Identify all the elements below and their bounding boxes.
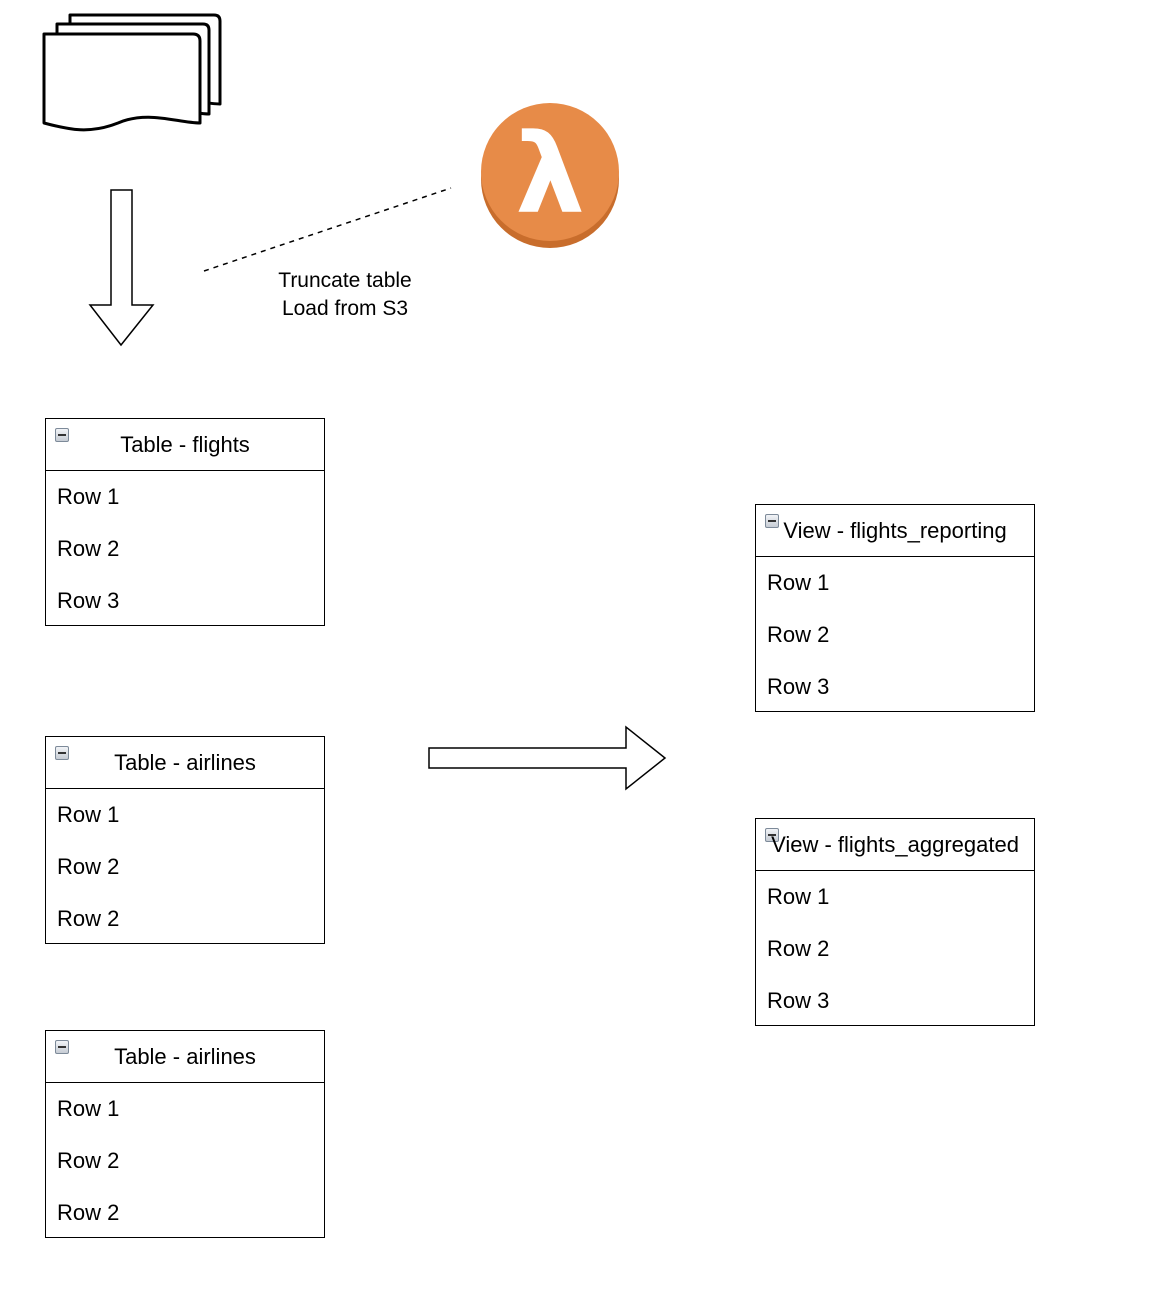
table-header: Table - airlines <box>46 737 324 789</box>
table-row: Row 3 <box>767 988 830 1013</box>
lambda-glyph: λ <box>515 110 585 238</box>
table-row: Row 2 <box>57 906 120 931</box>
table-flights: Table - flights Row 1 Row 2 Row 3 <box>45 418 325 626</box>
down-arrow <box>88 189 155 347</box>
table-row: Row 2 <box>767 936 830 961</box>
table-row: Row 1 <box>57 484 120 509</box>
annotation-line-1: Truncate table <box>278 269 412 292</box>
table-title: Table - flights <box>120 432 250 457</box>
table-row: Row 2 <box>767 622 830 647</box>
collapse-icon[interactable] <box>55 746 69 760</box>
right-arrow <box>428 725 667 791</box>
view-title: View - flights_aggregated <box>771 832 1019 857</box>
collapse-icon[interactable] <box>55 1040 69 1054</box>
table-row: Row 1 <box>57 802 120 827</box>
table-airlines: Table - airlines Row 1 Row 2 Row 2 <box>45 736 325 944</box>
table-row: Row 1 <box>767 570 830 595</box>
annotation-line-2: Load from S3 <box>281 297 409 320</box>
table-row: Row 2 <box>57 1148 120 1173</box>
view-header: View - flights_aggregated <box>756 819 1034 871</box>
table-airlines-2: Table - airlines Row 1 Row 2 Row 2 <box>45 1030 325 1238</box>
table-row: Row 2 <box>57 536 120 561</box>
table-header: Table - flights <box>46 419 324 471</box>
table-row: Row 3 <box>767 674 830 699</box>
collapse-icon[interactable] <box>55 428 69 442</box>
table-title: Table - airlines <box>114 750 256 775</box>
dashed-connector <box>203 187 452 272</box>
view-flights-aggregated: View - flights_aggregated Row 1 Row 2 Ro… <box>755 818 1035 1026</box>
table-row: Row 2 <box>57 1200 120 1225</box>
aws-lambda-icon: λ <box>481 103 619 248</box>
table-row: Row 1 <box>57 1096 120 1121</box>
collapse-icon[interactable] <box>765 514 779 528</box>
table-row: Row 1 <box>767 884 830 909</box>
view-flights-reporting: View - flights_reporting Row 1 Row 2 Row… <box>755 504 1035 712</box>
collapse-icon[interactable] <box>765 828 779 842</box>
table-title: Table - airlines <box>114 1044 256 1069</box>
annotation-label: Truncate table Load from S3 <box>250 267 440 323</box>
view-header: View - flights_reporting <box>756 505 1034 557</box>
view-title: View - flights_reporting <box>783 518 1007 543</box>
table-row: Row 3 <box>57 588 120 613</box>
multiple-documents-icon <box>42 13 222 132</box>
table-header: Table - airlines <box>46 1031 324 1083</box>
table-row: Row 2 <box>57 854 120 879</box>
